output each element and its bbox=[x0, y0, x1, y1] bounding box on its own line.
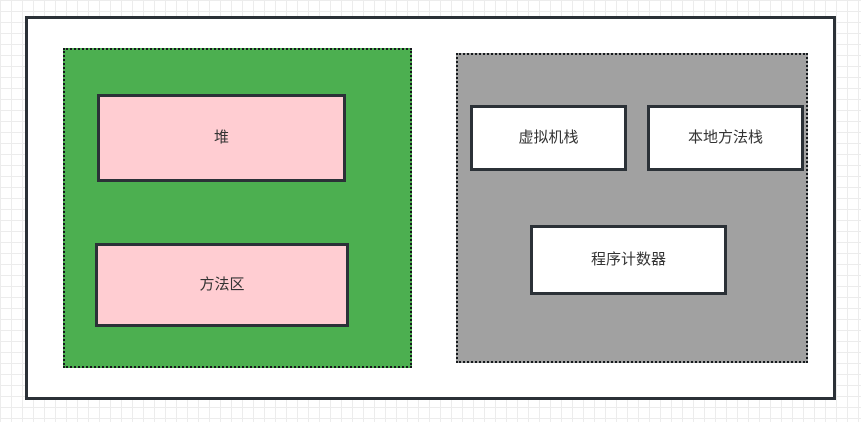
native-method-stack-box: 本地方法栈 bbox=[647, 105, 804, 171]
thread-group-container bbox=[456, 53, 808, 363]
vm-stack-label: 虚拟机栈 bbox=[518, 129, 579, 146]
method-area-box: 方法区 bbox=[95, 243, 349, 327]
vm-stack-box: 虚拟机栈 bbox=[470, 105, 627, 171]
program-counter-label: 程序计数器 bbox=[590, 251, 666, 268]
native-method-stack-label: 本地方法栈 bbox=[687, 129, 763, 146]
heap-label: 堆 bbox=[213, 129, 229, 146]
heap-box: 堆 bbox=[97, 94, 346, 182]
program-counter-box: 程序计数器 bbox=[530, 225, 727, 295]
method-area-label: 方法区 bbox=[199, 276, 245, 293]
